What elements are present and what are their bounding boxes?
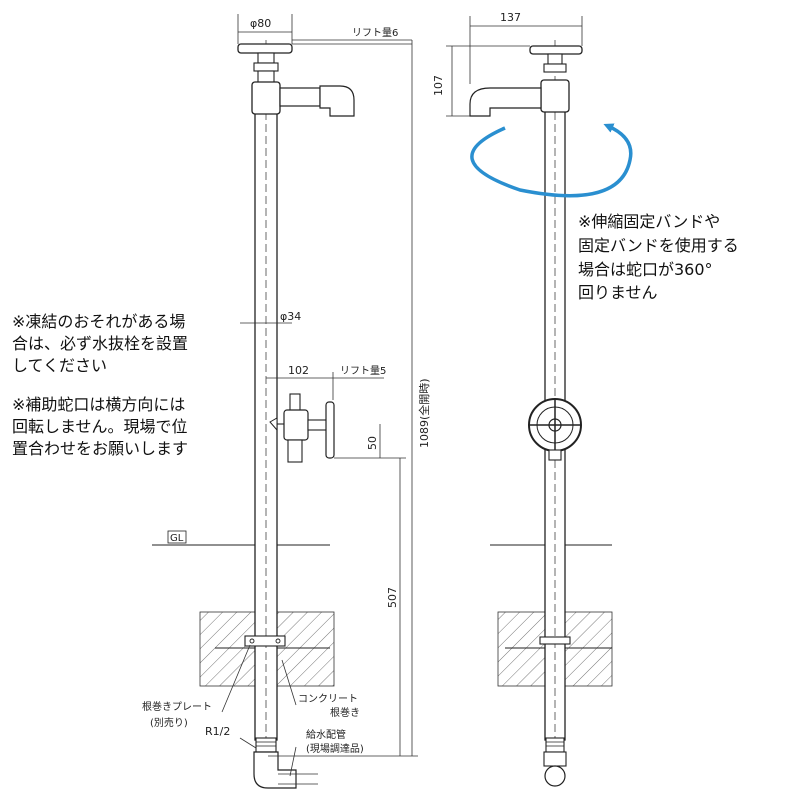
front-view: φ80 リフト量6 1089(全開時) φ34 102 リフト量5 50 507… xyxy=(12,14,431,789)
svg-text:回りません: 回りません xyxy=(578,283,658,302)
root-plate-left xyxy=(244,635,286,647)
dim-below-ground: 507 xyxy=(386,587,399,608)
side-view: 137 107 ※伸縮固定バンドや 固定バンドを使用する 場合は蛇口が360° … xyxy=(432,11,739,787)
dim-top-diameter: φ80 xyxy=(250,17,271,30)
dim-width-side: 137 xyxy=(500,11,521,24)
dim-aux-offset: 102 xyxy=(288,364,309,377)
top-handle-left xyxy=(237,43,293,54)
label-concrete-2: 根巻き xyxy=(330,706,360,719)
note-aux: ※補助蛇口は横方向には 回転しません。現場で位 置合わせをお願いします xyxy=(12,395,188,458)
label-thread: R1/2 xyxy=(205,725,230,738)
svg-text:※補助蛇口は横方向には: ※補助蛇口は横方向には xyxy=(12,395,185,414)
svg-text:合は、必ず水抜栓を設置: 合は、必ず水抜栓を設置 xyxy=(12,334,188,353)
svg-text:※凍結のおそれがある場: ※凍結のおそれがある場 xyxy=(12,312,185,331)
dim-lift-aux: リフト量5 xyxy=(340,365,386,377)
svg-text:回転しません。現場で位: 回転しません。現場で位 xyxy=(12,417,188,436)
svg-text:場合は蛇口が360°: 場合は蛇口が360° xyxy=(578,260,713,279)
svg-text:固定バンドを使用する: 固定バンドを使用する xyxy=(578,236,739,255)
label-supply: 給水配管 xyxy=(306,728,346,741)
dim-lift-top: リフト量6 xyxy=(352,27,398,39)
spout-right xyxy=(469,87,542,117)
svg-text:置合わせをお願いします: 置合わせをお願いします xyxy=(12,439,188,458)
dim-height-side: 107 xyxy=(432,75,445,96)
svg-text:※伸縮固定バンドや: ※伸縮固定バンドや xyxy=(578,212,720,231)
rotation-arrow xyxy=(470,123,633,198)
aux-wheel-right xyxy=(528,398,582,461)
spout-left xyxy=(279,87,321,107)
label-root-plate-note: (別売り) xyxy=(150,716,188,729)
label-supply-note: (現場調達品) xyxy=(306,742,364,755)
label-concrete: コンクリート xyxy=(298,693,358,705)
note-freeze: ※凍結のおそれがある場 合は、必ず水抜栓を設置 してください xyxy=(12,312,188,375)
dim-total-height: 1089(全開時) xyxy=(417,378,431,448)
note-rotation: ※伸縮固定バンドや 固定バンドを使用する 場合は蛇口が360° 回りません xyxy=(578,212,739,302)
label-root-plate: 根巻きプレート xyxy=(142,700,212,713)
dim-aux-height: 50 xyxy=(366,436,379,450)
gl-label: GL xyxy=(170,533,184,544)
dim-pipe-diameter: φ34 xyxy=(280,310,301,323)
svg-text:してください: してください xyxy=(12,356,107,375)
aux-tap-left xyxy=(269,393,335,463)
